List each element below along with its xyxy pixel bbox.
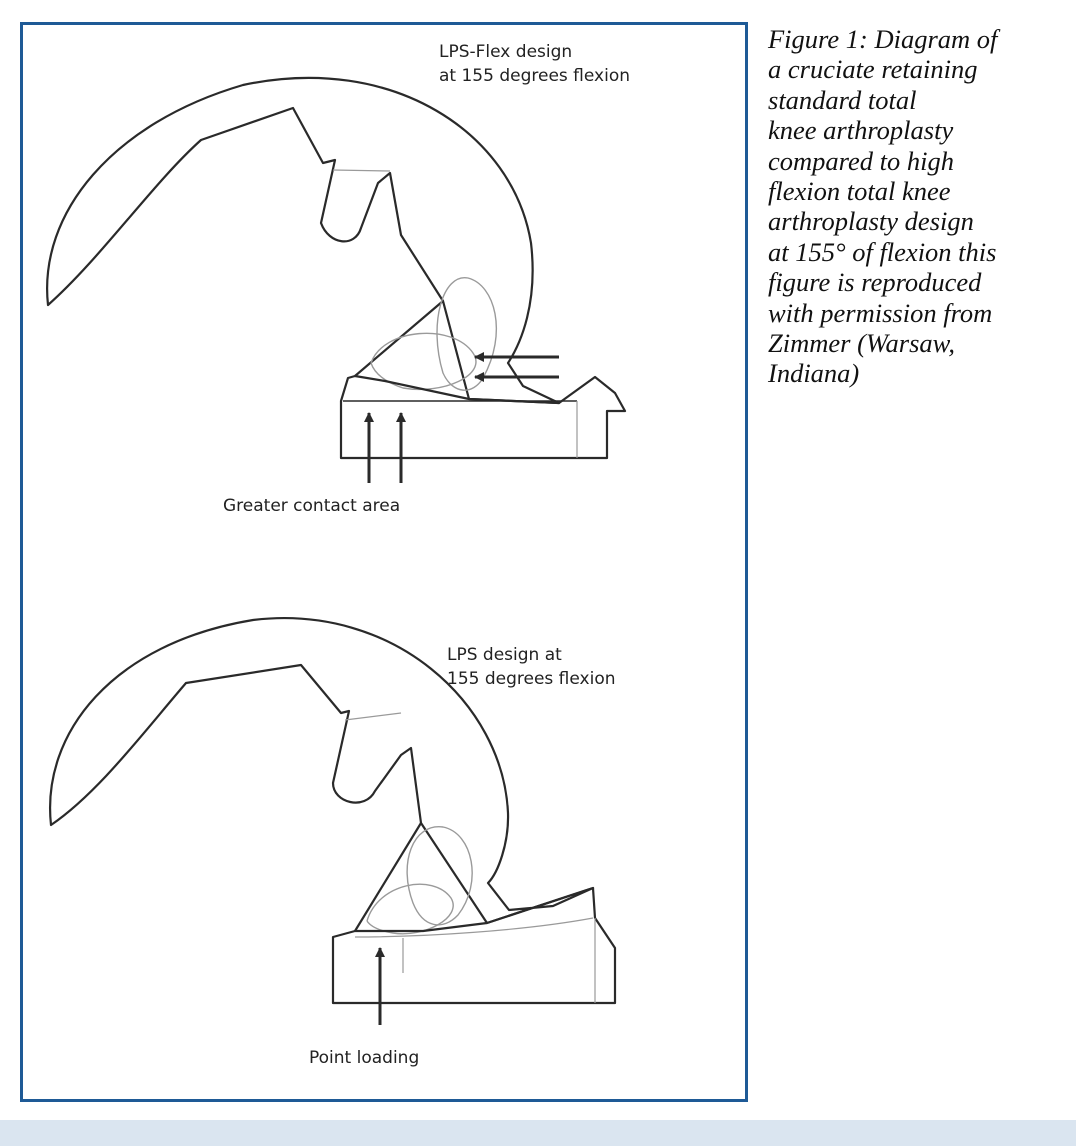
bottom-insert-curve xyxy=(354,917,594,938)
caption-line: Zimmer (Warsaw, xyxy=(768,328,956,359)
bottom-diagram xyxy=(49,617,617,1025)
caption-line: arthroplasty design xyxy=(768,206,974,237)
bottom-annotation: Point loading xyxy=(309,1048,419,1068)
caption-line: knee arthroplasty xyxy=(768,115,954,146)
top-label-line-1: LPS-Flex design xyxy=(439,42,572,62)
caption-line: with permission from xyxy=(768,297,993,328)
figure-frame: LPS-Flex design at 155 degrees flexion G… xyxy=(20,22,748,1102)
bottom-post-outline xyxy=(406,826,473,926)
caption-line: standard total xyxy=(768,84,917,115)
top-diagram xyxy=(46,76,627,483)
bottom-condyle-line xyxy=(354,822,422,932)
knee-diagram: LPS-Flex design at 155 degrees flexion G… xyxy=(46,42,630,1068)
top-label-line-2: at 155 degrees flexion xyxy=(439,66,630,86)
caption-line: figure is reproduced xyxy=(768,267,982,298)
bottom-peg-line xyxy=(344,712,402,721)
caption-line: flexion total knee xyxy=(768,176,951,207)
caption-line: Indiana) xyxy=(768,358,860,389)
bottom-label-line-2: 155 degrees flexion xyxy=(447,669,616,689)
caption-line: compared to high xyxy=(768,145,954,176)
bottom-label-line-1: LPS design at xyxy=(447,645,562,665)
top-annotation: Greater contact area xyxy=(223,496,400,516)
top-femoral-component xyxy=(46,76,561,405)
caption-line: Figure 1: Diagram of xyxy=(768,24,998,54)
bottom-tibial-insert xyxy=(331,886,617,1005)
caption-line: at 155° of flexion this xyxy=(768,236,997,267)
bottom-femoral-component xyxy=(49,617,595,925)
top-tibial-insert xyxy=(339,374,627,460)
caption-line: a cruciate retaining xyxy=(768,54,978,85)
figure-caption: Figure 1: Diagram of a cruciate retainin… xyxy=(768,24,1068,389)
top-post-outline xyxy=(436,277,497,391)
top-peg-line xyxy=(332,169,391,172)
bottom-band xyxy=(0,1120,1076,1146)
